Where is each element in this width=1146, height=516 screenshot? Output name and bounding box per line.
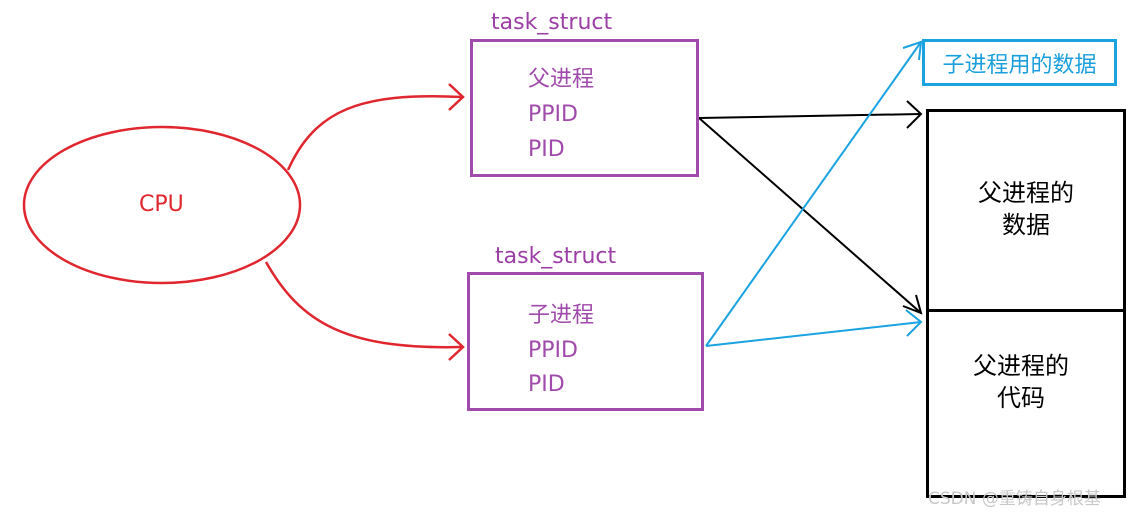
parent-code-label: 父进程的 代码 xyxy=(926,350,1116,414)
cpu-to-parent-arrow xyxy=(286,95,463,171)
child-task-box xyxy=(467,272,704,411)
child-process-name: 子进程 xyxy=(528,303,595,328)
cpu-to-child-arrowhead xyxy=(448,333,465,361)
parent-code-line1: 父进程的 xyxy=(973,352,1069,380)
child-to-child-data-arrow xyxy=(705,41,922,347)
parent-ppid-label: PPID xyxy=(528,102,578,127)
parent-pid-label: PID xyxy=(528,137,565,162)
cpu-label: CPU xyxy=(139,192,184,217)
parent-code-line2: 代码 xyxy=(997,384,1045,412)
child-pid-label: PID xyxy=(528,372,565,397)
parent-to-data-arrowhead xyxy=(906,100,923,129)
watermark: CSDN @重铸自身根基 xyxy=(928,489,1101,509)
parent-process-name: 父进程 xyxy=(528,67,595,92)
parent-data-line1: 父进程的 xyxy=(978,179,1074,207)
child-to-code-arrow xyxy=(705,321,922,347)
child-to-code-arrowhead xyxy=(905,309,923,337)
cpu-ellipse xyxy=(22,125,302,285)
parent-data-box xyxy=(926,109,1126,312)
cpu-to-child-arrow xyxy=(264,261,463,349)
child-data-box: 子进程用的数据 xyxy=(922,39,1117,86)
parent-to-code-arrowhead xyxy=(902,294,923,315)
parent-task-box xyxy=(470,39,699,177)
parent-to-code-arrow xyxy=(698,117,922,314)
parent-data-label: 父进程的 数据 xyxy=(926,177,1126,241)
child-ppid-label: PPID xyxy=(528,338,578,363)
parent-task-struct-label: task_struct xyxy=(491,10,613,35)
parent-data-line2: 数据 xyxy=(1002,211,1050,239)
child-task-struct-label: task_struct xyxy=(495,244,617,269)
cpu-to-parent-arrowhead xyxy=(448,83,465,111)
parent-to-data-arrow xyxy=(698,113,922,119)
child-to-child-data-arrowhead xyxy=(902,40,923,61)
parent-code-box xyxy=(926,309,1126,498)
